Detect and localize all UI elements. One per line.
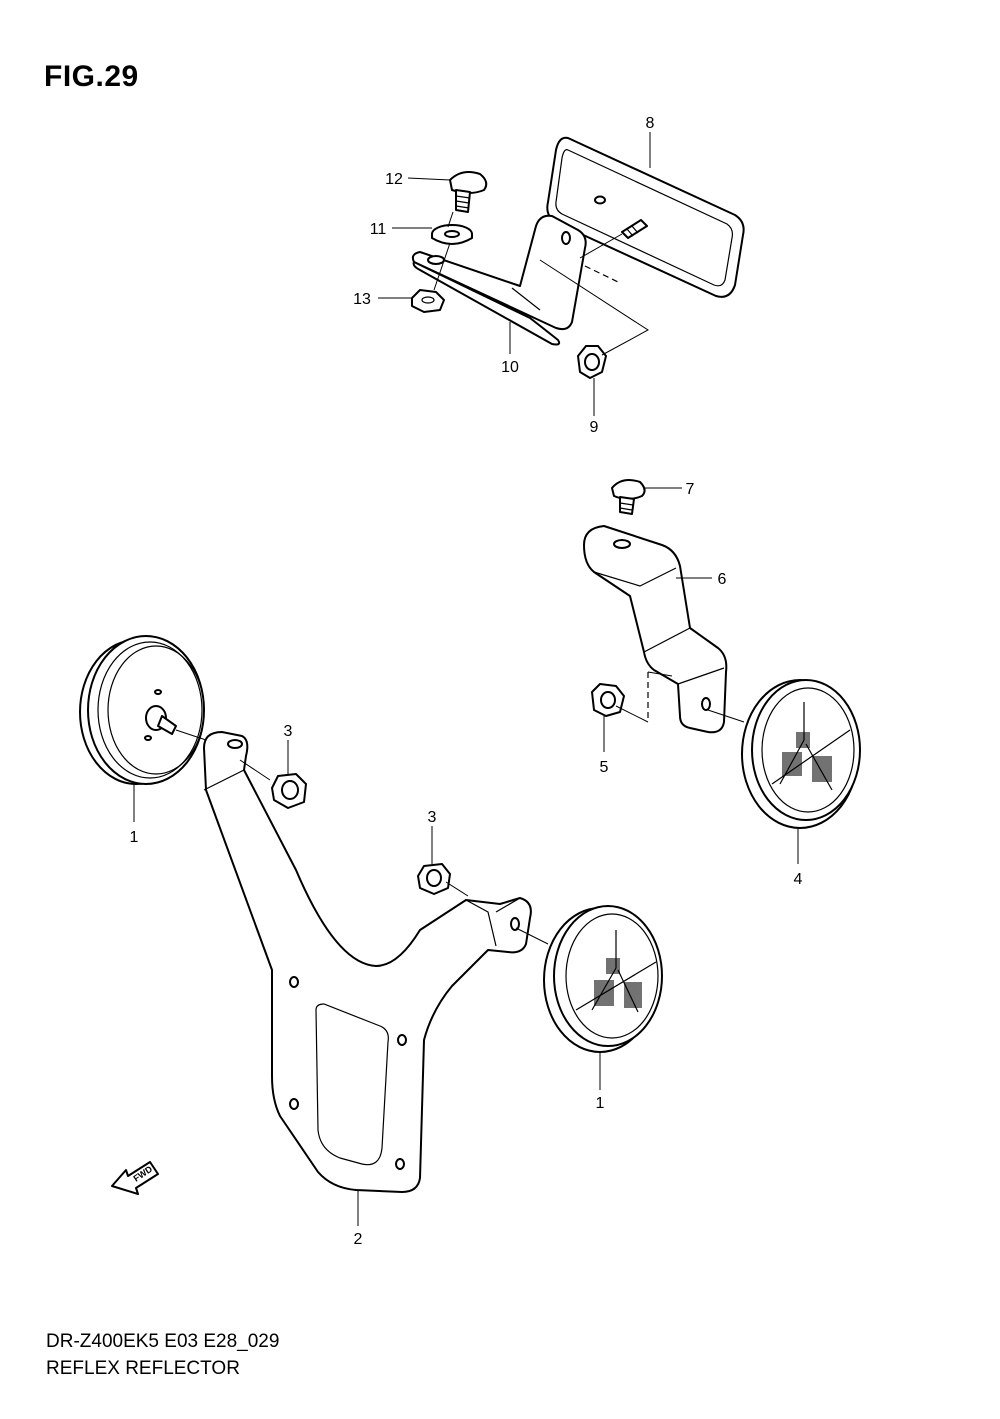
rear-reflector-8 [546, 136, 745, 298]
round-reflector-1-left [79, 635, 205, 785]
callout-1-left: 1 [130, 829, 139, 846]
diagram-code: DR-Z400EK5 E03 E28_029 [46, 1331, 280, 1352]
callout-5: 5 [600, 759, 609, 776]
callout-11: 11 [370, 221, 387, 238]
nut-9 [577, 345, 607, 379]
callout-10: 10 [501, 359, 519, 376]
callout-6: 6 [718, 571, 727, 588]
callout-2: 2 [354, 1231, 363, 1248]
callout-3-upper: 3 [284, 723, 293, 740]
screw-7 [611, 479, 646, 515]
reflector-bracket-2 [203, 731, 532, 1193]
callout-3-lower: 3 [428, 809, 437, 826]
figure-title: FIG.29 [44, 60, 139, 93]
diagram-caption: REFLEX REFLECTOR [46, 1358, 240, 1379]
nut-3-upper [271, 773, 307, 809]
round-reflector-4 [741, 679, 861, 829]
nut-13 [411, 289, 445, 313]
callout-7: 7 [686, 481, 695, 498]
washer-11 [431, 224, 473, 245]
nut-3-lower [417, 863, 451, 895]
round-reflector-1-right [543, 905, 663, 1053]
callout-8: 8 [646, 115, 655, 132]
callout-9: 9 [590, 419, 599, 436]
screw-12 [449, 171, 488, 213]
callout-4: 4 [794, 871, 803, 888]
callout-13: 13 [353, 291, 371, 308]
reflector-bracket-6 [583, 525, 728, 734]
forward-direction-arrow: FWD [111, 1161, 159, 1195]
nut-5 [591, 683, 625, 717]
callout-12: 12 [385, 171, 403, 188]
callout-1-right: 1 [596, 1095, 605, 1112]
